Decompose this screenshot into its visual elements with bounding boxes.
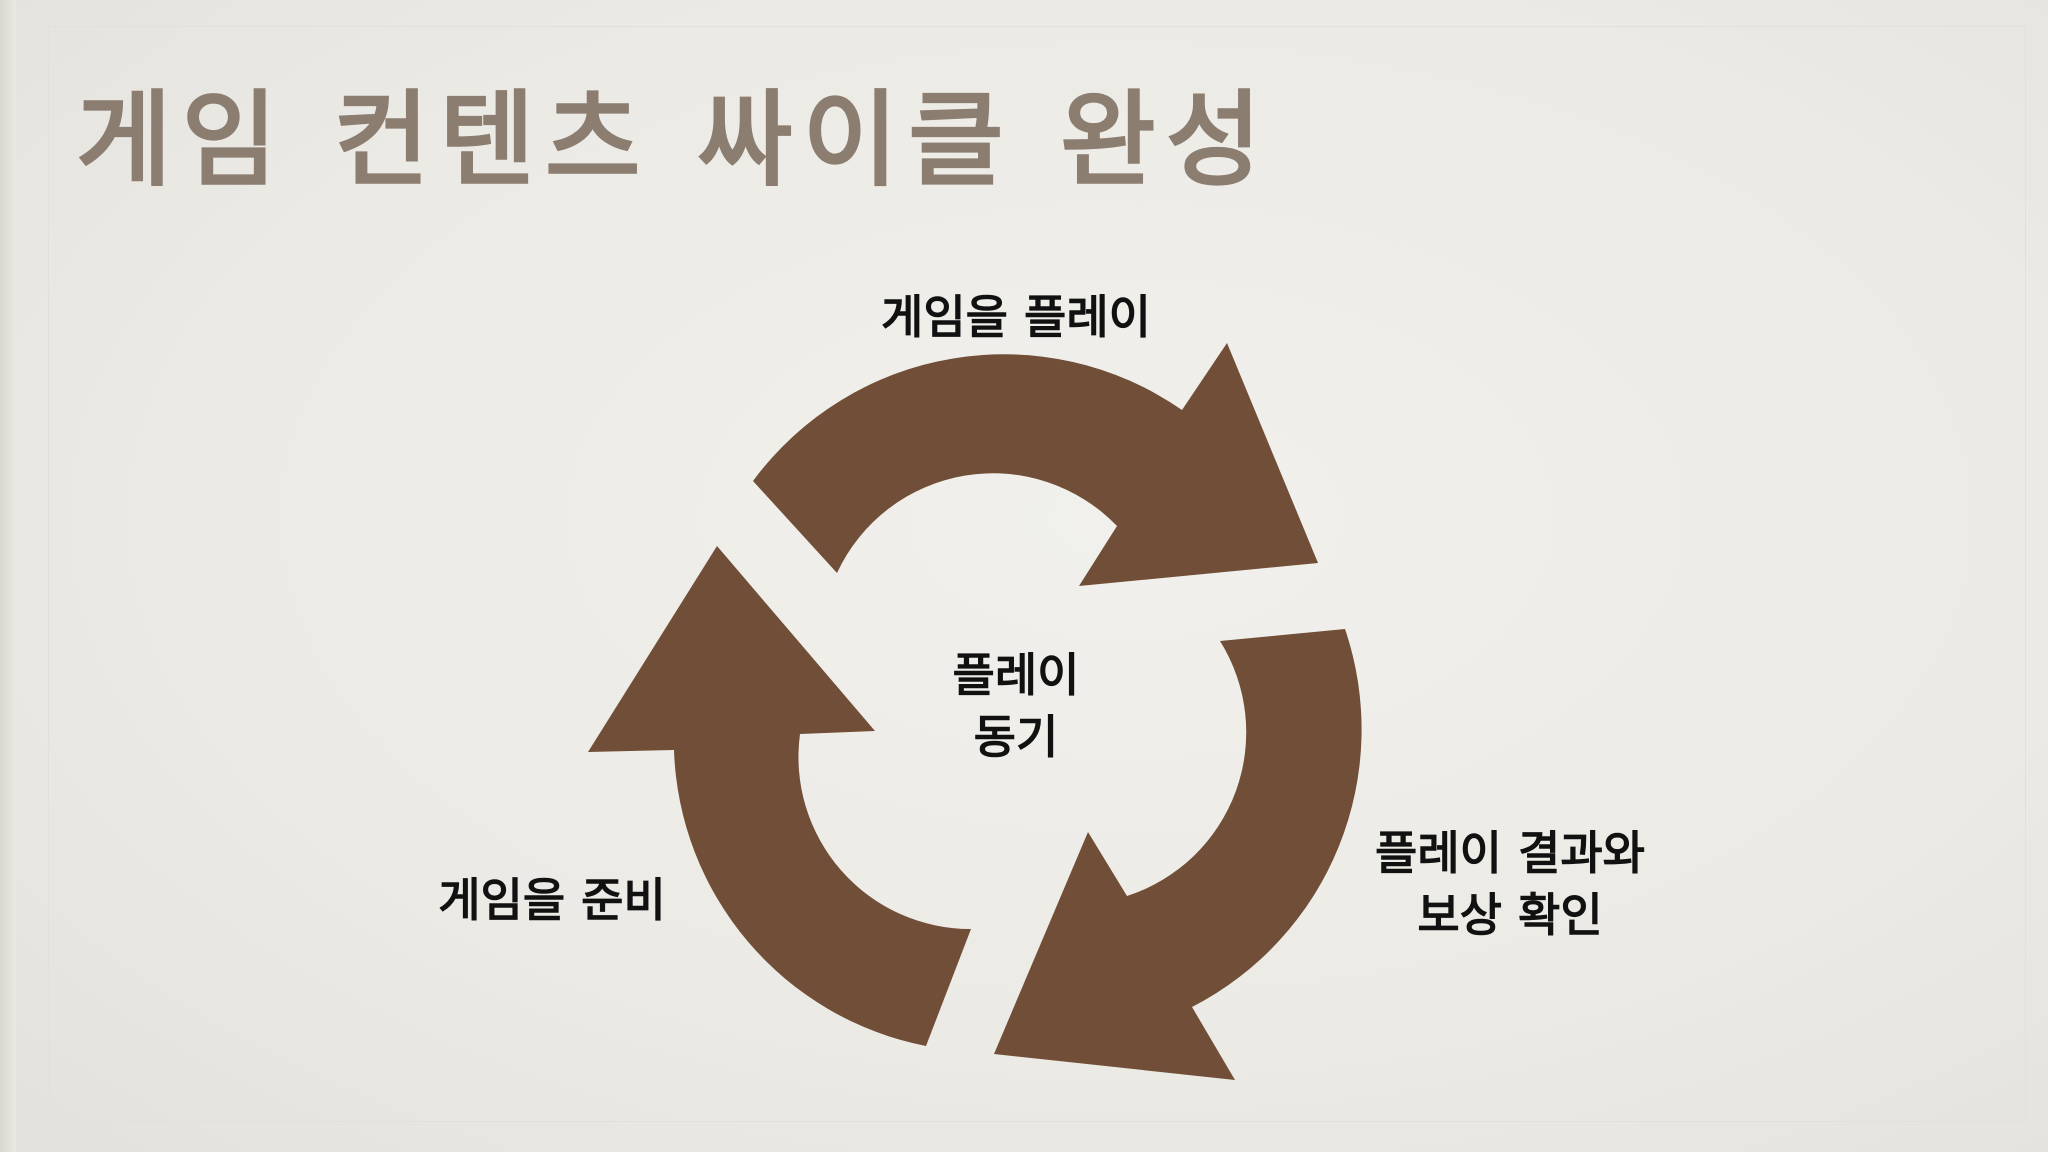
cycle-step-prepare-text: 게임을 준비 xyxy=(438,873,666,927)
cycle-arrow-play xyxy=(753,343,1318,586)
cycle-step-results-line1: 플레이 결과와 xyxy=(1375,826,1645,880)
page-edge xyxy=(0,0,16,1152)
cycle-center-line1: 플레이 xyxy=(952,648,1080,702)
cycle-center-label: 플레이 동기 xyxy=(916,644,1116,768)
cycle-step-results-line2: 보상 확인 xyxy=(1417,888,1603,942)
cycle-step-play-label: 게임을 플레이 xyxy=(836,286,1196,348)
cycle-step-results-label: 플레이 결과와 보상 확인 xyxy=(1330,822,1690,946)
cycle-arrow-results xyxy=(994,629,1362,1080)
cycle-step-prepare-label: 게임을 준비 xyxy=(402,869,702,931)
cycle-arrow-prepare xyxy=(588,546,971,1046)
slide-frame xyxy=(48,26,2026,1122)
cycle-step-play-text: 게임을 플레이 xyxy=(881,290,1151,344)
cycle-center-line2: 동기 xyxy=(973,710,1059,764)
slide-title: 게임 컨텐츠 싸이클 완성 xyxy=(76,79,1272,201)
